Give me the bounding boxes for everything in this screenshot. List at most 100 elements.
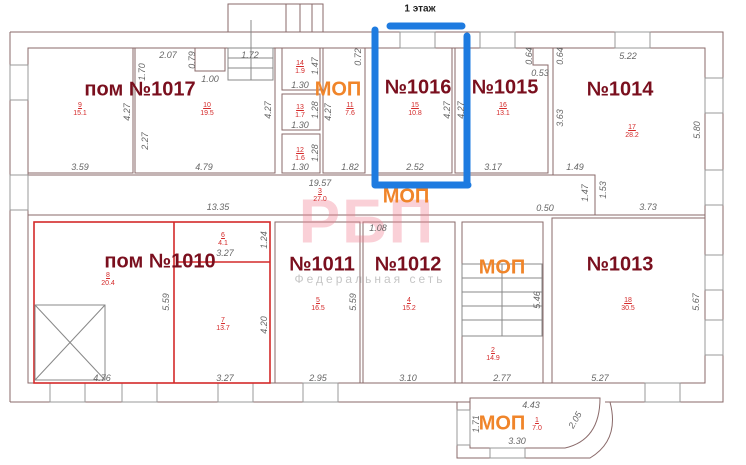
dimension: 0.79 bbox=[187, 51, 197, 69]
watermark-subtitle: Федеральная сеть bbox=[294, 272, 446, 286]
shaft-cross-icon bbox=[34, 304, 106, 381]
dimension: 1.28 bbox=[310, 144, 320, 162]
entrance-stairs bbox=[227, 3, 324, 33]
room-9 bbox=[27, 47, 134, 174]
dimension: 0.64 bbox=[555, 47, 565, 65]
dimension: 0.53 bbox=[531, 68, 549, 78]
dimension: 1.72 bbox=[241, 50, 259, 60]
mop-label: МОП bbox=[314, 78, 362, 101]
dimension: 4.20 bbox=[259, 316, 269, 334]
dimension: 4.27 bbox=[122, 103, 132, 121]
dimension: 1.71 bbox=[471, 415, 481, 433]
floor-title: 1 этаж bbox=[404, 3, 436, 15]
dimension: 3.30 bbox=[508, 436, 526, 446]
room-14 bbox=[281, 47, 321, 91]
dimension: 1.30 bbox=[291, 120, 309, 130]
dimension: 2.95 bbox=[309, 373, 327, 383]
dimension: 1.70 bbox=[137, 63, 147, 81]
dimension: 1.24 bbox=[259, 231, 269, 249]
dimension: 0.50 bbox=[536, 203, 554, 213]
room-12 bbox=[281, 133, 321, 174]
dimension: 3.27 bbox=[216, 248, 234, 258]
windows bbox=[9, 31, 724, 459]
dimension: 1.00 bbox=[201, 74, 219, 84]
dimension: 1.82 bbox=[341, 162, 359, 172]
dimension: 2.77 bbox=[493, 373, 511, 383]
dimension: 2.52 bbox=[406, 162, 424, 172]
dimension: 3.59 bbox=[71, 162, 89, 172]
dimension: 1.47 bbox=[580, 184, 590, 202]
unit-1010-outline bbox=[33, 221, 271, 384]
mop-label: МОП bbox=[478, 412, 526, 435]
stairs-bottom bbox=[461, 263, 543, 337]
dimension: 1.28 bbox=[310, 101, 320, 119]
dimension: 13.35 bbox=[206, 202, 230, 212]
dimension: 5.67 bbox=[691, 293, 701, 311]
dimension: 3.10 bbox=[399, 373, 417, 383]
room-4 bbox=[362, 221, 456, 384]
room-16 bbox=[454, 47, 549, 174]
unit-1013-label: №1013 bbox=[586, 253, 654, 276]
dimension: 4.27 bbox=[323, 103, 333, 121]
unit-1012-label: №1012 bbox=[374, 253, 442, 276]
stairs-top bbox=[227, 20, 274, 81]
watermark-logo: РБП bbox=[298, 187, 436, 257]
dimension: 1.47 bbox=[310, 57, 320, 75]
dimension: 4.27 bbox=[442, 101, 452, 119]
unit-1010-label: пом №1010 bbox=[104, 250, 216, 273]
unit-1014-label: №1014 bbox=[586, 78, 654, 101]
dimension: 3.63 bbox=[555, 109, 565, 127]
dimension: 1.49 bbox=[566, 162, 584, 172]
highlight-1016 bbox=[371, 22, 472, 189]
unit-1011-label: №1011 bbox=[289, 253, 355, 276]
dimension: 1.30 bbox=[291, 162, 309, 172]
mop-label: МОП bbox=[382, 185, 430, 208]
dimension: 0.64 bbox=[524, 47, 534, 65]
dimension: 5.59 bbox=[348, 293, 358, 311]
room-18 bbox=[551, 217, 706, 384]
dimension: 4.76 bbox=[93, 373, 111, 383]
dimension: 5.59 bbox=[161, 293, 171, 311]
dimension: 4.27 bbox=[263, 101, 273, 119]
dimension: 2.27 bbox=[140, 132, 150, 150]
dimension: 2.07 bbox=[159, 50, 177, 60]
room-13 bbox=[281, 93, 321, 131]
dimension: 0.72 bbox=[353, 48, 363, 66]
dimension: 4.79 bbox=[195, 162, 213, 172]
bay-room-1 bbox=[469, 397, 601, 449]
unit-1015-label: №1015 bbox=[471, 76, 539, 99]
dimension: 3.73 bbox=[639, 202, 657, 212]
mop-label: МОП bbox=[478, 256, 526, 279]
unit-1017-label: пом №1017 bbox=[84, 78, 196, 101]
dimension: 1.08 bbox=[369, 223, 387, 233]
dimension: 4.27 bbox=[456, 101, 466, 119]
dimension: 3.17 bbox=[484, 162, 502, 172]
dimension: 5.80 bbox=[692, 121, 702, 139]
dimension: 1.30 bbox=[291, 80, 309, 90]
dimension: 19.57 bbox=[308, 178, 332, 188]
dimension: 3.27 bbox=[216, 373, 234, 383]
dimension: 4.43 bbox=[522, 400, 540, 410]
dimension: 5.46 bbox=[532, 291, 542, 309]
unit-1016-label: №1016 bbox=[384, 76, 452, 99]
